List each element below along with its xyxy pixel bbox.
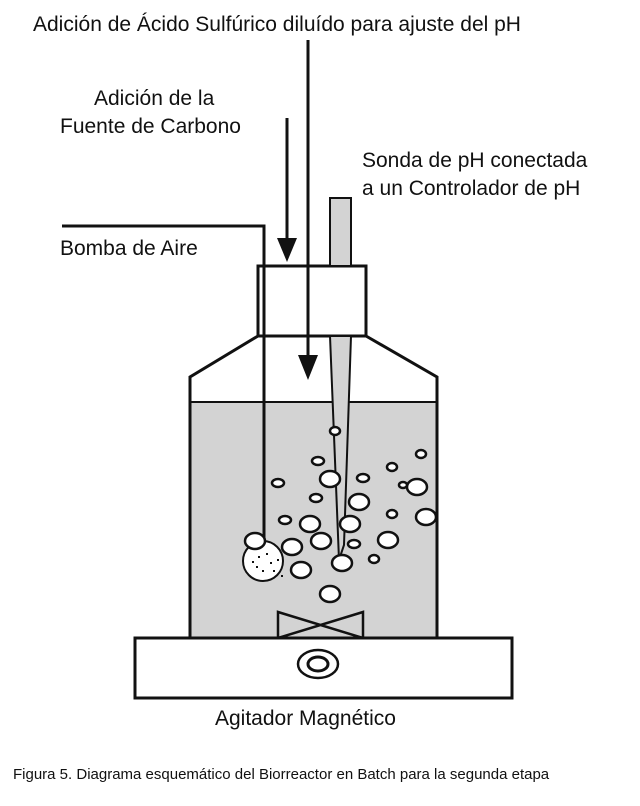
air-pump-label: Bomba de Aire [60, 237, 198, 260]
stir-bar [276, 610, 365, 640]
carbon-source-label-line2: Fuente de Carbono [60, 115, 241, 138]
ph-probe-label-line2: a un Controlador de pH [362, 177, 581, 200]
figure-caption: Figura 5. Diagrama esquemático del Biorr… [13, 766, 550, 783]
carbon-arrow-head [277, 238, 297, 262]
diffuser-pores [252, 553, 283, 577]
ph-probe-label-line1: Sonda de pH conectada [362, 149, 588, 172]
acid-addition-label: Adición de Ácido Sulfúrico diluído para … [33, 13, 521, 36]
bottle-stopper [256, 264, 368, 338]
bioreactor-vessel [188, 334, 439, 638]
ph-probe [329, 197, 352, 267]
magnetic-stirrer-label: Agitador Magnético [215, 707, 396, 730]
air-pump-line [62, 224, 266, 540]
stirrer-knob-inner [306, 655, 330, 673]
acid-arrow-head [298, 355, 318, 380]
air-bubbles [243, 425, 438, 604]
carbon-source-label-line1: Adición de la [94, 87, 215, 110]
